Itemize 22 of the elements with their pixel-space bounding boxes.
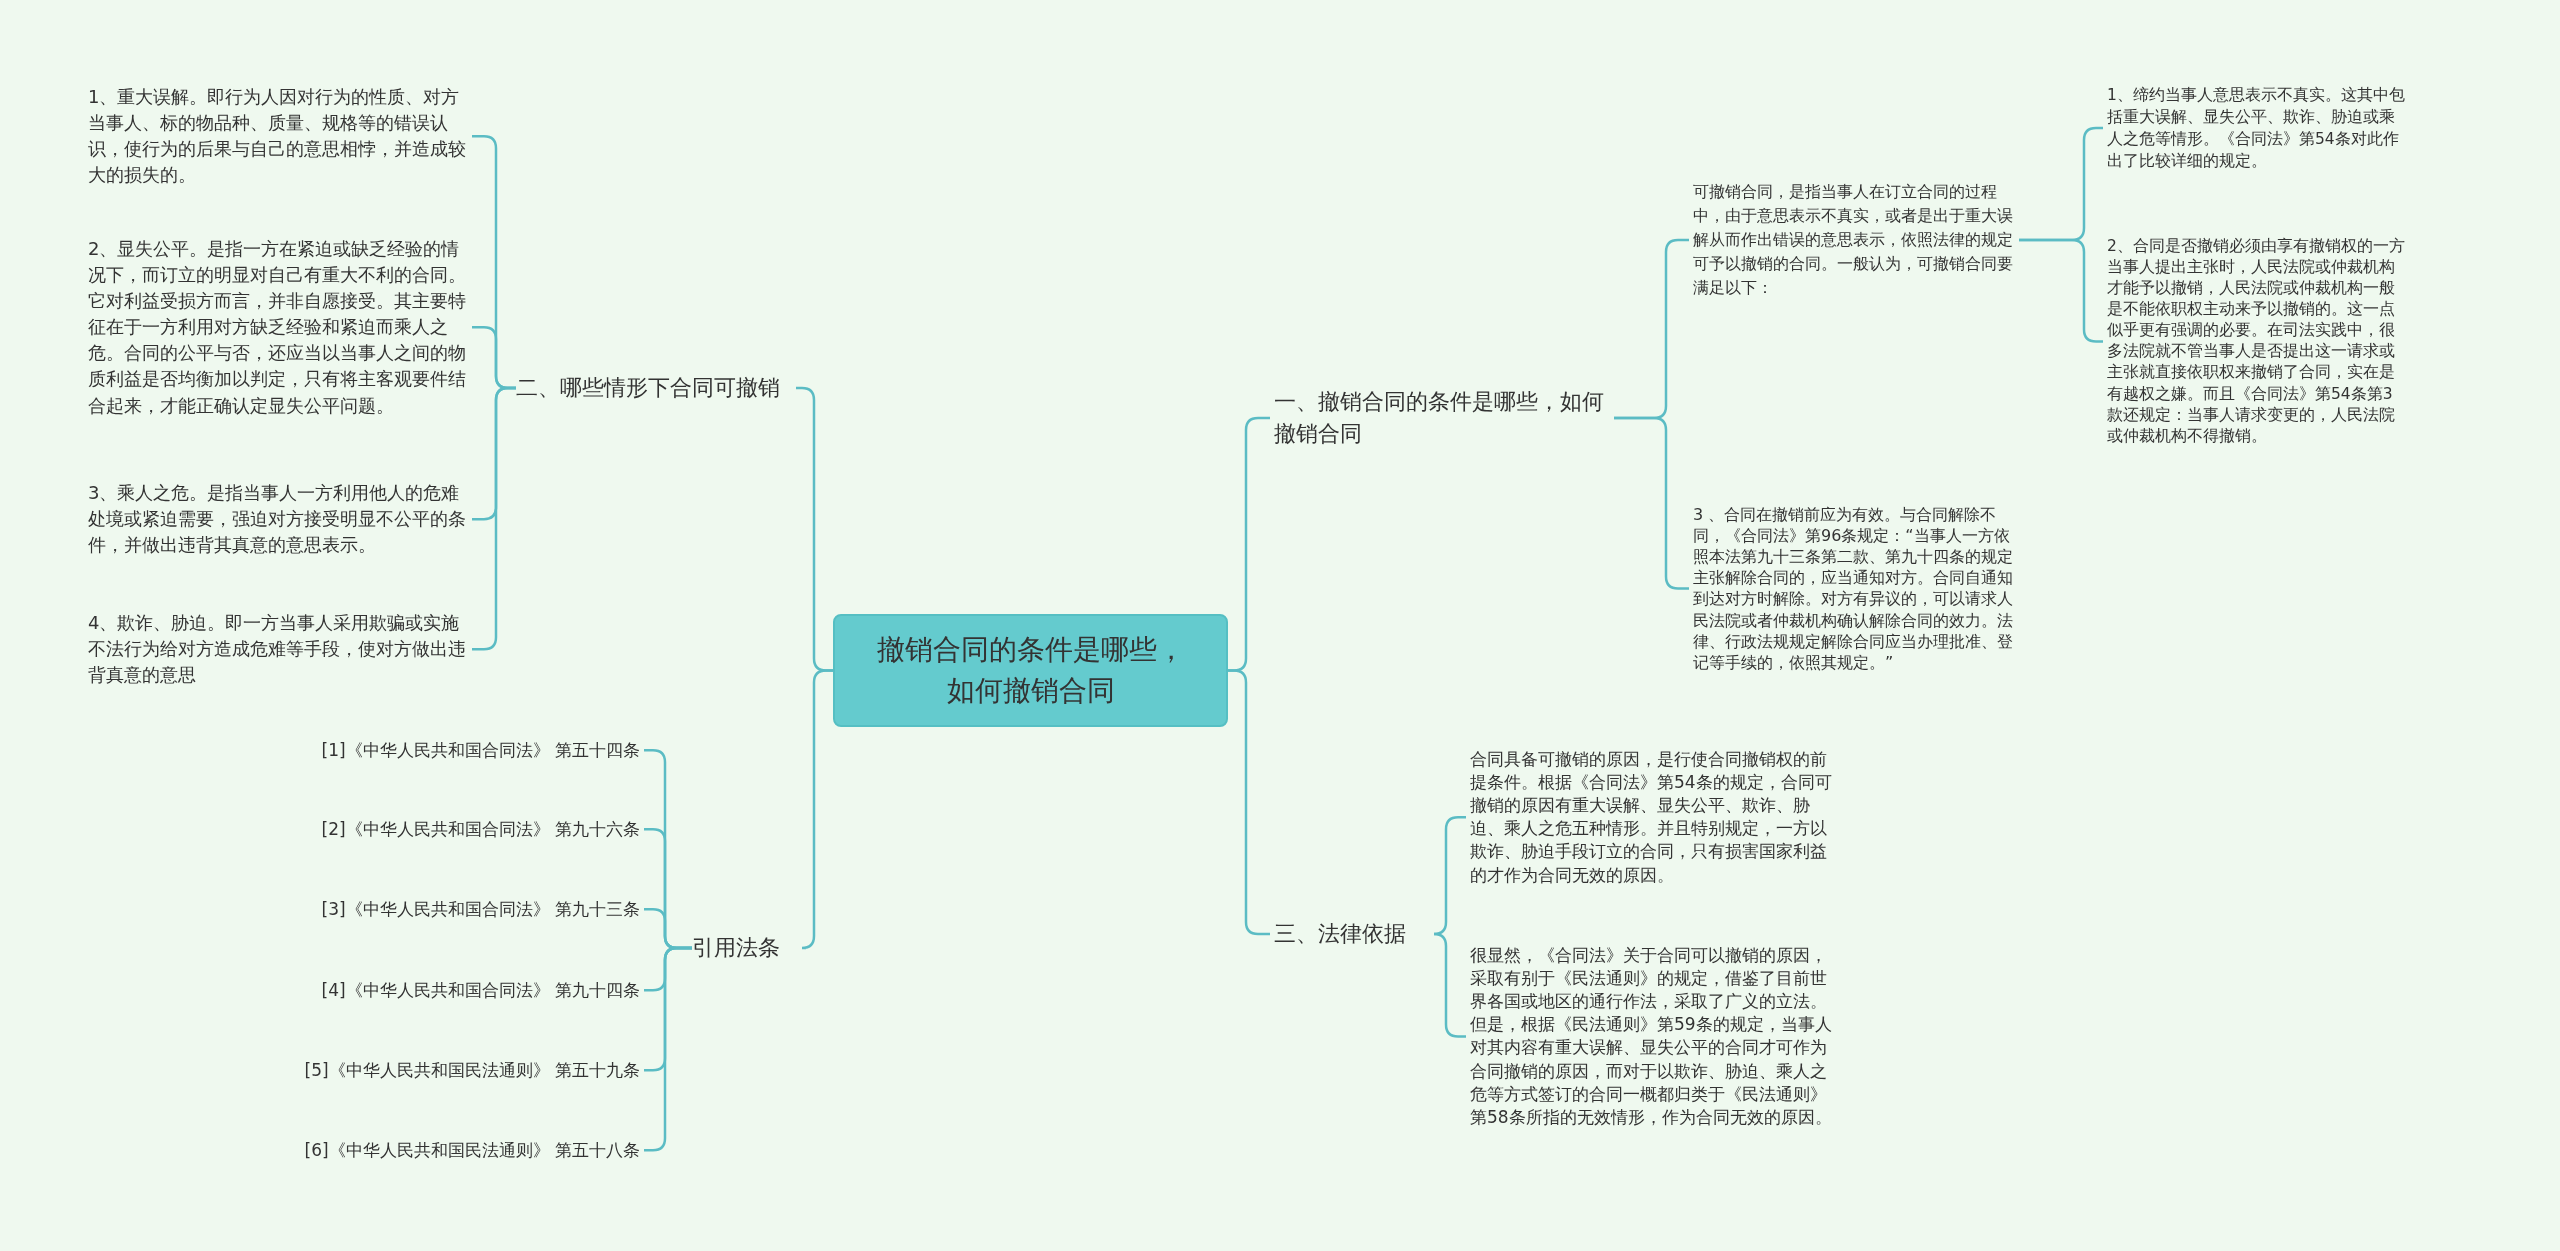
note-text: 很显然，《合同法》关于合同可以撤销的原因，采取有别于《民法通则》的规定，借鉴了目前世界各国或地区的通行作法，采取了广义的立法。但是，根据《民法通则》第59条的规定，当事人对其内容有重大误解、显失公平的合同才可作为合同撤销的原因，而对于以欺诈、胁迫、乘人之危等方式签订的合同一概都归类于《民法通则》第58条所指的无效情形，作为合同无效的原因。	[1470, 944, 1840, 1129]
reference-text: [5]《中华人民共和国民法通则》 第五十九条	[304, 1058, 640, 1083]
reference-text: [3]《中华人民共和国合同法》 第九十三条	[321, 897, 640, 922]
branch-line	[800, 669, 833, 950]
note-text: 2、显失公平。是指一方在紧迫或缺乏经验的情况下，而订立的明显对自己有重大不利的合同。它对利益受损方而言，并非自愿接受。其主要特征在于一方利用对方缺乏经验和紧迫而乘人之危。合同的公平与否，还应当以当事人之间的物质利益是否均衡加以判定，只有将主客观要件结合起来，才能正确认定显失公平问题。	[88, 236, 468, 419]
branch-topic: 引用法条	[692, 932, 802, 964]
branch-topic: 一、撤销合同的条件是哪些，如何撤销合同	[1274, 386, 1614, 450]
central-topic-box: 撤销合同的条件是哪些，如何撤销合同	[833, 614, 1228, 727]
note-text: 可撤销合同，是指当事人在订立合同的过程中，由于意思表示不真实，或者是出于重大误解从而作出错误的意思表示，依照法律的规定可予以撤销的合同。一般认为，可撤销合同要满足以下：	[1693, 180, 2019, 300]
note-text: 3、乘人之危。是指当事人一方利用他人的危难处境或紧迫需要，强迫对方接受明显不公平的条件，并做出违背其真意的意思表示。	[88, 480, 468, 559]
note-text: 4、欺诈、胁迫。即一方当事人采用欺骗或实施不法行为给对方造成危难等手段，使对方做出违背真意的意思	[88, 610, 468, 689]
note-text: 合同具备可撤销的原因，是行使合同撤销权的前提条件。根据《合同法》第54条的规定，合同可撤销的原因有重大误解、显失公平、欺诈、胁迫、乘人之危五种情形。并且特别规定，一方以欺诈、胁迫手段订立的合同，只有损害国家利益的才作为合同无效的原因。	[1470, 748, 1840, 887]
reference-text: [4]《中华人民共和国合同法》 第九十四条	[321, 978, 640, 1003]
note-text: 1、缔约当事人意思表示不真实。这其中包括重大误解、显失公平、欺诈、胁迫或乘人之危等情形。《合同法》第54条对此作出了比较详细的规定。	[2107, 84, 2407, 172]
reference-text: [6]《中华人民共和国民法通则》 第五十八条	[304, 1138, 640, 1163]
note-text: 2、合同是否撤销必须由享有撤销权的一方当事人提出主张时，人民法院或仲裁机构才能予以撤销，人民法院或仲裁机构一般是不能依职权主动来予以撤销的。这一点似乎更有强调的必要。在司法实践中，很多法院就不管当事人是否提出这一请求或主张就直接依职权来撤销了合同，实在是有越权之嫌。而且《合同法》第54条第3款还规定：当事人请求变更的，人民法院或仲裁机构不得撤销。	[2107, 236, 2407, 447]
reference-text: [2]《中华人民共和国合同法》 第九十六条	[321, 817, 640, 842]
branch-topic: 二、哪些情形下合同可撤销	[516, 372, 792, 404]
reference-text: [1]《中华人民共和国合同法》 第五十四条	[321, 738, 640, 763]
note-text: 3 、合同在撤销前应为有效。与合同解除不同，《合同法》第96条规定：“当事人一方依照本法第九十三条第二款、第九十四条的规定主张解除合同的，应当通知对方。合同自通知到达对方时解除。对方有异议的，可以请求人民法院或者仲裁机构确认解除合同的效力。法律、行政法规规定解除合同应当办理批准、登记等手续的，依照其规定。”	[1693, 504, 2019, 673]
note-text: 1、重大误解。即行为人因对行为的性质、对方当事人、标的物品种、质量、规格等的错误认识，使行为的后果与自己的意思相悖，并造成较大的损失的。	[88, 84, 468, 189]
branch-topic: 三、法律依据	[1274, 918, 1434, 950]
